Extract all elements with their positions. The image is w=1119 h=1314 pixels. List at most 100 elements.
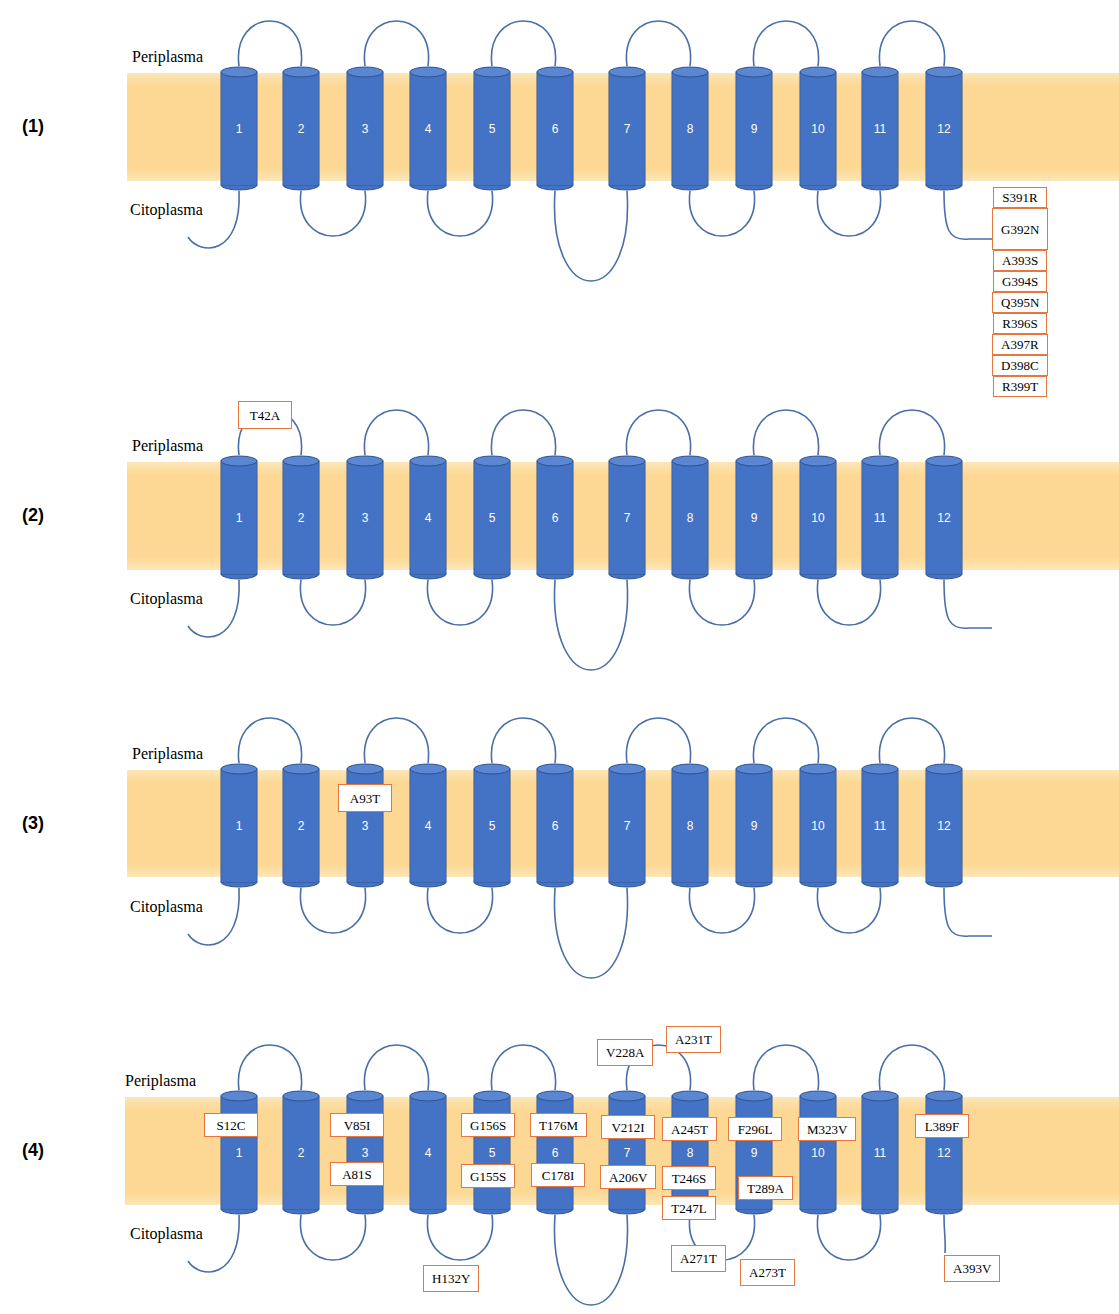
loop-connector <box>753 410 818 455</box>
compartment-label: Periplasma <box>132 745 203 763</box>
loop-connector <box>427 580 492 625</box>
loop-connector <box>238 21 301 66</box>
loop-connector <box>554 1215 627 1305</box>
helix-number: 2 <box>298 511 305 525</box>
panel-number: (1) <box>22 116 44 137</box>
loop-connector <box>753 718 818 763</box>
helix-cylinder: 9 <box>735 66 773 191</box>
mutation-box: R396S <box>993 313 1047 334</box>
n-terminal-tail <box>188 580 239 637</box>
mutation-box: T289A <box>738 1176 793 1200</box>
panel-number: (4) <box>22 1140 44 1161</box>
helix-number: 2 <box>298 122 305 136</box>
loop-connector <box>689 580 754 625</box>
mutation-box: A393S <box>993 250 1047 271</box>
mutation-box: T42A <box>238 401 292 429</box>
mutation-label: A231T <box>675 1032 712 1047</box>
loop-connector <box>238 718 301 763</box>
mutation-label: G392N <box>1001 222 1039 237</box>
mutation-label: T42A <box>250 408 280 423</box>
loop-connector <box>817 1215 880 1260</box>
c-terminal-tail <box>944 1215 945 1253</box>
mutation-box: V228A <box>597 1039 653 1066</box>
helix-cylinder: 1 <box>220 763 258 888</box>
helix-cylinder: 3 <box>346 1090 384 1215</box>
helix-cylinder: 10 <box>799 66 837 191</box>
helix-number: 12 <box>937 819 950 833</box>
mutation-label: Q395N <box>1001 295 1039 310</box>
mutation-label: A93T <box>350 791 380 806</box>
loop-connector <box>300 888 365 933</box>
mutation-label: R396S <box>1002 316 1037 331</box>
helix-cylinder: 11 <box>861 763 899 888</box>
loop-connector <box>364 21 428 66</box>
mutation-label: T176M <box>539 1118 578 1133</box>
mutation-box: C178I <box>531 1163 585 1187</box>
loop-connector <box>427 191 492 236</box>
helix-number: 10 <box>811 511 824 525</box>
helix-number: 9 <box>751 1146 758 1160</box>
compartment-label: Citoplasma <box>130 898 203 916</box>
mutation-box: A245T <box>662 1117 717 1141</box>
helix-cylinder: 4 <box>409 66 447 191</box>
mutation-label: G155S <box>470 1169 506 1184</box>
helix-number: 6 <box>552 511 559 525</box>
helix-number: 10 <box>811 122 824 136</box>
loop-connector <box>491 718 555 763</box>
mutation-label: A271T <box>680 1251 717 1266</box>
mutation-label: A206V <box>609 1170 647 1185</box>
helix-number: 12 <box>937 122 950 136</box>
c-terminal-tail <box>944 888 992 936</box>
mutation-label: R399T <box>1002 379 1038 394</box>
mutation-label: H132Y <box>432 1271 470 1286</box>
mutation-label: V212I <box>611 1120 644 1135</box>
loop-connector <box>879 21 944 66</box>
helix-cylinder: 2 <box>282 1090 320 1215</box>
loop-connector <box>364 410 428 455</box>
helix-cylinder: 1 <box>220 1090 258 1215</box>
mutation-label: G156S <box>470 1118 506 1133</box>
helix-cylinder: 6 <box>536 455 574 580</box>
mutation-box: A231T <box>666 1026 721 1053</box>
mutation-box: T246S <box>662 1166 716 1190</box>
loop-connector <box>491 1045 555 1090</box>
loop-connector <box>689 888 754 933</box>
helix-number: 3 <box>362 1146 369 1160</box>
loop-connector <box>300 191 365 236</box>
mutation-box: R399T <box>993 376 1047 397</box>
helix-cylinder: 11 <box>861 66 899 191</box>
helix-cylinder: 7 <box>608 455 646 580</box>
loop-connector <box>364 718 428 763</box>
mutation-label: A81S <box>342 1167 372 1182</box>
helix-cylinder: 6 <box>536 66 574 191</box>
c-terminal-tail <box>944 191 992 239</box>
mutation-box: S12C <box>204 1113 258 1137</box>
helix-cylinder: 1 <box>220 455 258 580</box>
helix-number: 8 <box>687 511 694 525</box>
helix-number: 7 <box>624 1146 631 1160</box>
mutation-label: V85I <box>344 1118 371 1133</box>
helix-cylinder: 10 <box>799 455 837 580</box>
mutation-label: A393S <box>1002 253 1038 268</box>
mutation-label: A393V <box>953 1261 991 1276</box>
helix-number: 9 <box>751 122 758 136</box>
mutation-box: H132Y <box>423 1265 479 1292</box>
helix-cylinder: 9 <box>735 455 773 580</box>
helix-cylinder: 12 <box>925 763 963 888</box>
mutation-label: A245T <box>671 1122 708 1137</box>
helix-cylinder: 8 <box>671 66 709 191</box>
helix-cylinder: 8 <box>671 455 709 580</box>
loop-connector <box>554 888 627 978</box>
mutation-label: T289A <box>747 1181 784 1196</box>
mutation-label: A273T <box>749 1265 786 1280</box>
helix-cylinder: 10 <box>799 1090 837 1215</box>
helix-number: 6 <box>552 122 559 136</box>
loop-connector <box>491 410 555 455</box>
helix-cylinder: 4 <box>409 1090 447 1215</box>
compartment-label: Citoplasma <box>130 1225 203 1243</box>
mutation-box: A273T <box>740 1259 795 1286</box>
mutation-label: A397R <box>1001 337 1039 352</box>
loop-connector <box>817 580 880 625</box>
helix-number: 5 <box>489 819 496 833</box>
